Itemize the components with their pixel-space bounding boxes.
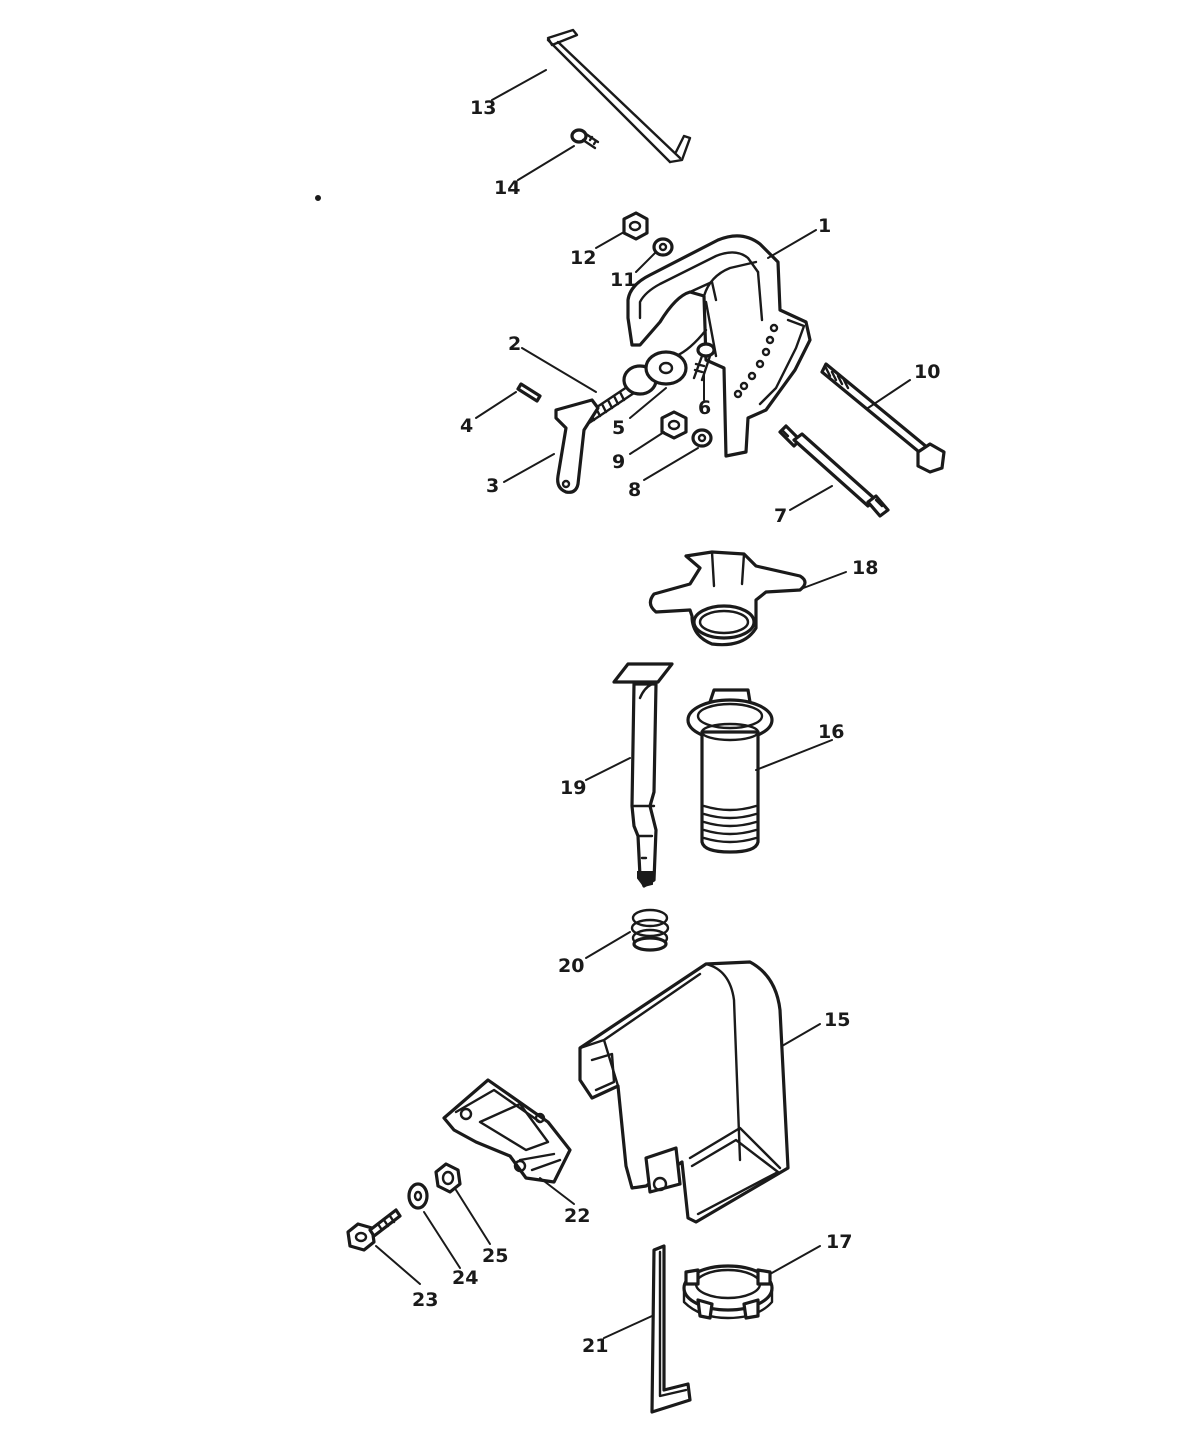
callout-labels: 1 2 3 4 5 6 7 8 9 10 11 12 13 14 15 16 1… bbox=[412, 97, 940, 1357]
callout-22: 22 bbox=[564, 1205, 590, 1227]
part-4-pin bbox=[516, 382, 542, 403]
part-23-bolt bbox=[346, 1208, 402, 1252]
callout-15: 15 bbox=[824, 1009, 850, 1031]
callout-12: 12 bbox=[570, 247, 596, 269]
part-11-washer bbox=[652, 237, 674, 257]
callout-21: 21 bbox=[582, 1335, 608, 1357]
part-8-washer bbox=[691, 428, 713, 448]
callout-11: 11 bbox=[610, 269, 636, 291]
part-25-nut bbox=[434, 1162, 462, 1194]
part-16-threaded-sleeve bbox=[686, 688, 774, 854]
callout-24: 24 bbox=[452, 1267, 478, 1289]
part-22-mounting-bracket bbox=[442, 1078, 572, 1184]
callout-13: 13 bbox=[470, 97, 496, 119]
callout-1: 1 bbox=[818, 215, 831, 237]
part-21-lever bbox=[650, 1244, 692, 1414]
part-7-stud bbox=[778, 424, 890, 518]
part-9-nut bbox=[660, 410, 688, 440]
part-17-castle-nut bbox=[682, 1264, 774, 1320]
callout-19: 19 bbox=[560, 777, 586, 799]
part-20-spring bbox=[630, 908, 670, 952]
part-24-washer bbox=[407, 1182, 429, 1210]
callout-2: 2 bbox=[508, 333, 521, 355]
callout-23: 23 bbox=[412, 1289, 438, 1311]
callout-25: 25 bbox=[482, 1245, 508, 1267]
callout-6: 6 bbox=[698, 397, 711, 419]
part-1-clamp-bracket bbox=[626, 234, 812, 458]
part-19-shaft bbox=[612, 662, 674, 888]
callout-4: 4 bbox=[460, 415, 473, 437]
part-3-handle bbox=[554, 398, 600, 494]
callout-14: 14 bbox=[494, 177, 520, 199]
callout-7: 7 bbox=[774, 505, 787, 527]
callout-17: 17 bbox=[826, 1231, 852, 1253]
part-2-clamp-screw bbox=[583, 350, 688, 425]
callout-16: 16 bbox=[818, 721, 844, 743]
callout-18: 18 bbox=[852, 557, 878, 579]
callout-20: 20 bbox=[558, 955, 584, 977]
callout-9: 9 bbox=[612, 451, 625, 473]
callout-5: 5 bbox=[612, 417, 625, 439]
part-13-rod bbox=[546, 28, 692, 164]
part-12-nut bbox=[622, 211, 649, 241]
part-14-screw bbox=[570, 128, 600, 150]
speck-mark bbox=[315, 195, 321, 201]
part-10-long-bolt bbox=[820, 362, 946, 474]
callout-10: 10 bbox=[914, 361, 940, 383]
part-15-housing bbox=[578, 960, 790, 1224]
part-18-wing-nut bbox=[648, 550, 807, 647]
callout-3: 3 bbox=[486, 475, 499, 497]
part-6-bolt bbox=[692, 342, 716, 382]
leader-lines bbox=[375, 69, 911, 1339]
callout-8: 8 bbox=[628, 479, 641, 501]
